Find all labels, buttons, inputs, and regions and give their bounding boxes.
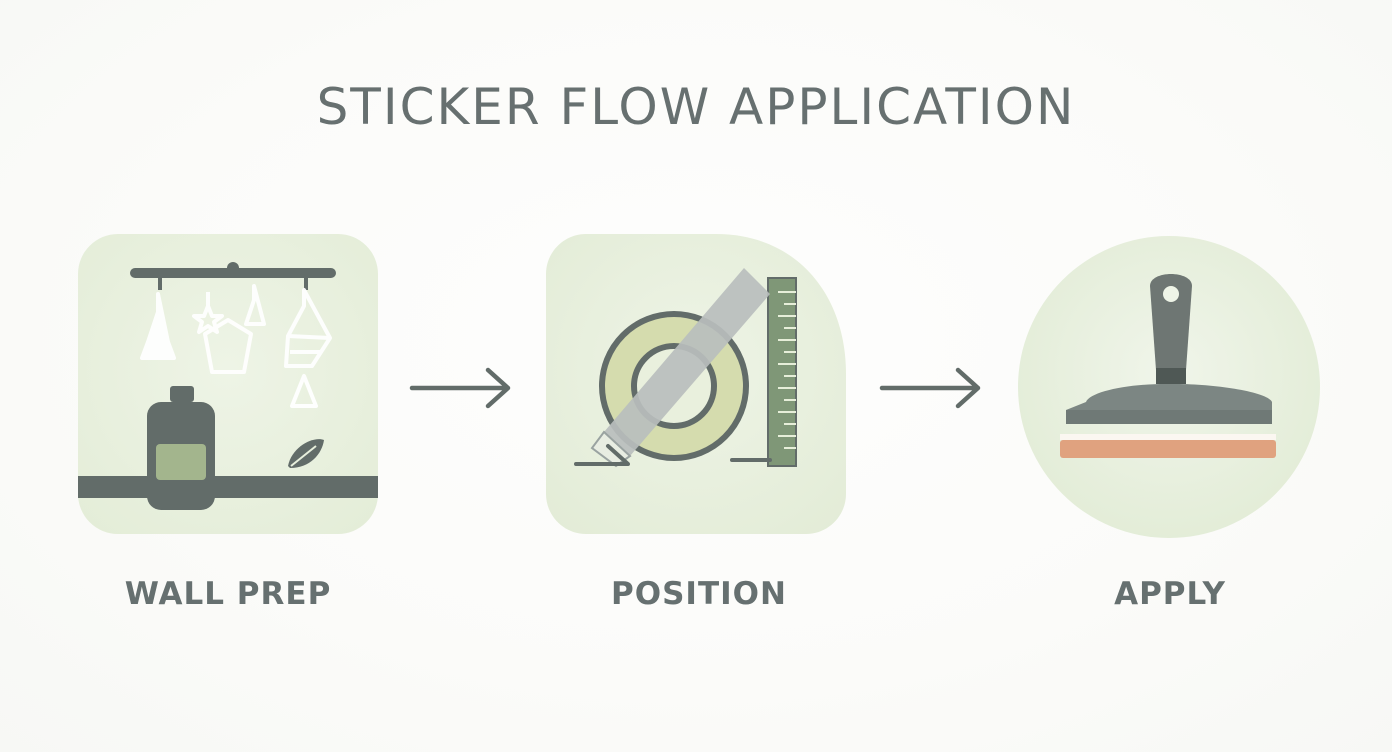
step-label-wall-prep: WALL PREP — [124, 576, 332, 612]
wall-prep-icon — [78, 234, 378, 534]
arrow-right-icon — [409, 367, 511, 409]
diagram-title: STICKER FLOW APPLICATION — [316, 78, 1076, 136]
tape-ruler-icon — [546, 234, 846, 534]
flow-arrow-2 — [878, 366, 986, 410]
step-label-position: POSITION — [611, 576, 787, 612]
step-apply-card — [1016, 234, 1322, 540]
flow-arrow-1 — [408, 366, 516, 410]
squeegee-icon — [1018, 236, 1320, 538]
step-label-apply: APPLY — [1114, 576, 1226, 612]
step-position-card — [546, 234, 846, 534]
arrow-right-icon — [879, 367, 981, 409]
step-wall-prep-card — [78, 234, 378, 534]
